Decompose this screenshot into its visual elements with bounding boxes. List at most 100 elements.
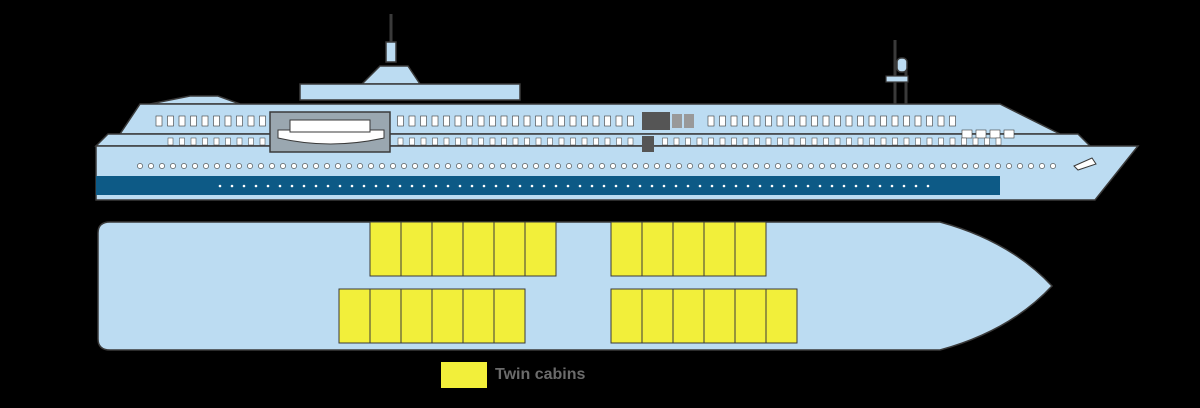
twin-cabin [462, 221, 495, 277]
porthole [313, 163, 319, 169]
porthole [896, 163, 902, 169]
twin-cabin [493, 288, 526, 344]
stripe-porthole [878, 184, 882, 188]
window [477, 115, 485, 127]
stripe-porthole [734, 184, 738, 188]
porthole [687, 163, 693, 169]
stripe-porthole [446, 184, 450, 188]
porthole [775, 163, 781, 169]
stripe-porthole [710, 184, 714, 188]
window [593, 137, 599, 146]
porthole [247, 163, 253, 169]
window [834, 137, 841, 146]
porthole [280, 163, 286, 169]
bow-porthole [1073, 157, 1097, 171]
porthole [159, 163, 165, 169]
window [443, 137, 450, 146]
porthole [841, 163, 847, 169]
window [397, 115, 404, 127]
porthole [302, 163, 308, 169]
bow-sail [149, 95, 241, 105]
porthole [885, 163, 891, 169]
porthole [632, 163, 638, 169]
window [834, 115, 841, 127]
porthole [269, 163, 275, 169]
stripe-porthole [230, 184, 234, 188]
window [512, 137, 519, 146]
stripe-porthole [890, 184, 894, 188]
window [975, 129, 987, 139]
window [558, 115, 565, 127]
twin-cabin [400, 288, 433, 344]
stripe-porthole [590, 184, 594, 188]
ship-side-profile [94, 14, 1140, 201]
porthole [500, 163, 506, 169]
window [225, 137, 231, 146]
porthole [379, 163, 385, 169]
window [259, 115, 266, 127]
porthole [852, 163, 858, 169]
window [443, 115, 450, 127]
window [167, 137, 174, 146]
window [155, 115, 163, 127]
window [547, 137, 553, 146]
stripe-porthole [314, 184, 318, 188]
stripe-porthole [218, 184, 222, 188]
window-rows [137, 115, 1056, 188]
stripe-porthole [458, 184, 462, 188]
stripe-porthole [554, 184, 558, 188]
porthole [170, 163, 176, 169]
window [570, 137, 576, 146]
window [903, 115, 910, 127]
window [938, 137, 944, 146]
stripe-porthole [578, 184, 582, 188]
porthole [434, 163, 440, 169]
twin-cabin [338, 288, 371, 344]
twin-cabins [338, 221, 798, 344]
porthole [709, 163, 715, 169]
stripe-porthole [362, 184, 366, 188]
window [489, 137, 496, 146]
stripe-porthole [386, 184, 390, 188]
twin-cabin [431, 221, 464, 277]
window [742, 137, 749, 146]
porthole [995, 163, 1001, 169]
window [937, 115, 945, 127]
twin-cabin [734, 288, 767, 344]
porthole [1050, 163, 1056, 169]
window [236, 115, 243, 127]
stripe-porthole [302, 184, 306, 188]
stripe-porthole [482, 184, 486, 188]
stripe-porthole [398, 184, 402, 188]
window [914, 115, 922, 127]
window [409, 137, 415, 146]
deck-plan [97, 221, 1054, 351]
stripe-porthole [794, 184, 798, 188]
window [777, 137, 783, 146]
porthole [456, 163, 462, 169]
stripe-porthole [626, 184, 630, 188]
window [972, 137, 979, 146]
porthole [335, 163, 341, 169]
window [868, 115, 876, 127]
window [627, 137, 634, 146]
porthole [753, 163, 759, 169]
porthole [907, 163, 913, 169]
porthole [1006, 163, 1012, 169]
window [592, 115, 600, 127]
window [788, 115, 795, 127]
window [501, 137, 507, 146]
window [627, 115, 634, 127]
window [673, 137, 680, 146]
stripe-porthole [674, 184, 678, 188]
stripe-porthole [746, 184, 750, 188]
porthole [566, 163, 572, 169]
window [989, 129, 1001, 139]
window [535, 137, 542, 146]
porthole [489, 163, 495, 169]
stripe-porthole [350, 184, 354, 188]
porthole [555, 163, 561, 169]
stripe-porthole [542, 184, 546, 188]
porthole [764, 163, 770, 169]
stripe-porthole [650, 184, 654, 188]
